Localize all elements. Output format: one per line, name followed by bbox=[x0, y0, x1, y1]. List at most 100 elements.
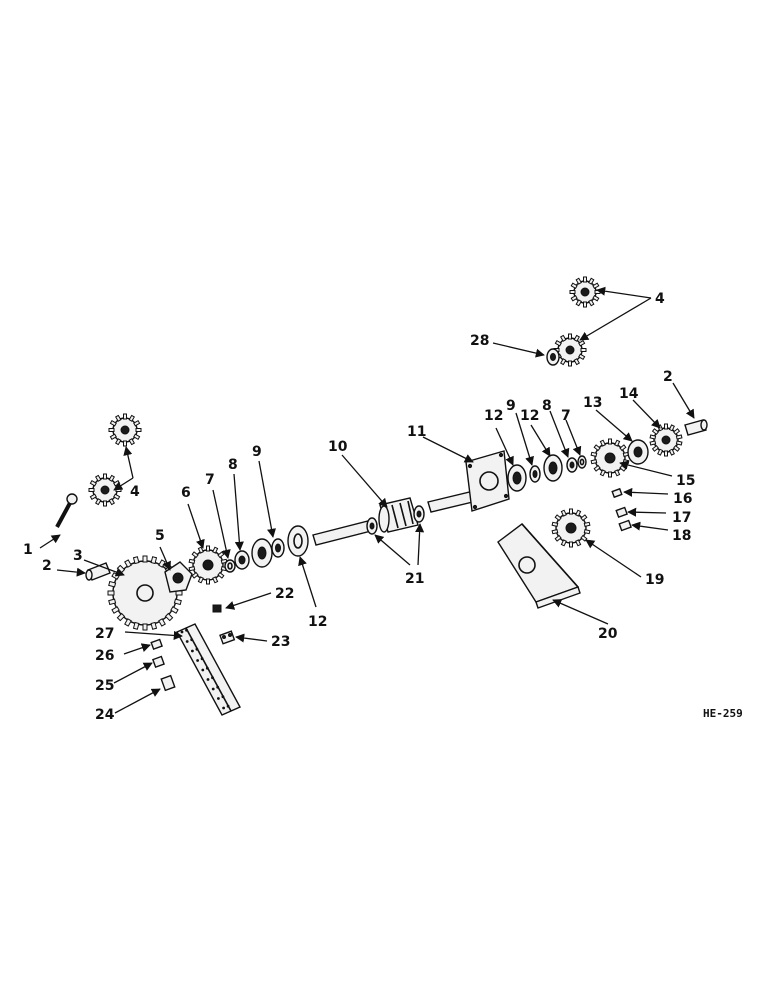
callout-15: 15 bbox=[676, 473, 695, 489]
part-13-hub bbox=[627, 439, 649, 465]
sprocket-tooth bbox=[619, 464, 627, 472]
callout-9-right: 9 bbox=[506, 398, 516, 414]
sprocket-tooth bbox=[675, 434, 683, 440]
sprocket-tooth bbox=[622, 459, 630, 465]
sprocket-tooth bbox=[593, 444, 601, 452]
callout-18: 18 bbox=[672, 528, 691, 544]
sprocket-tooth bbox=[593, 464, 601, 472]
sprocket-tooth bbox=[111, 606, 120, 614]
chain-pin bbox=[191, 649, 194, 653]
sprocket-tooth bbox=[570, 282, 578, 289]
callout-13: 13 bbox=[583, 395, 602, 411]
part-7-washer-right bbox=[577, 455, 587, 469]
part-3-large-sprocket bbox=[107, 555, 183, 631]
callout-7-right: 7 bbox=[561, 408, 571, 424]
chain-pin bbox=[205, 666, 209, 670]
sprocket-tooth bbox=[569, 508, 573, 515]
chain-pin bbox=[185, 628, 188, 632]
sprocket-tooth bbox=[109, 433, 117, 440]
callout-28: 28 bbox=[470, 333, 489, 349]
sprocket-tooth bbox=[132, 621, 140, 630]
sprocket-tooth bbox=[664, 450, 668, 457]
part-26-link bbox=[150, 638, 163, 651]
part-8-bearing-right bbox=[566, 457, 578, 473]
callout-7-left: 7 bbox=[205, 472, 215, 488]
sprocket-tooth bbox=[124, 618, 132, 627]
callout-26: 26 bbox=[95, 648, 114, 664]
sprocket-tooth bbox=[675, 440, 683, 446]
sprocket-tooth bbox=[592, 295, 600, 302]
sprocket-tooth bbox=[173, 598, 182, 606]
sprocket-tooth bbox=[580, 514, 588, 522]
chain-pin bbox=[196, 659, 200, 662]
chain-pin bbox=[211, 676, 214, 680]
shaft-left bbox=[312, 520, 372, 546]
part-23-link bbox=[219, 630, 236, 645]
callout-4-left: 4 bbox=[130, 484, 140, 500]
part-10-coupling bbox=[378, 497, 419, 533]
sprocket-tooth bbox=[115, 414, 122, 422]
sprocket-tooth bbox=[573, 358, 580, 366]
callout-24: 24 bbox=[95, 707, 115, 723]
callout-10: 10 bbox=[328, 439, 348, 455]
part-12-flange-left bbox=[287, 525, 309, 557]
sprocket-tooth bbox=[113, 480, 121, 487]
part-4-sprocket-lower-left bbox=[88, 473, 122, 507]
part-6-sprocket bbox=[188, 545, 228, 585]
part-21-spacer-left bbox=[366, 517, 378, 535]
chain-pin bbox=[180, 630, 184, 634]
part-19-sprocket bbox=[551, 508, 591, 548]
sprocket-tooth bbox=[158, 618, 166, 627]
sprocket-tooth bbox=[109, 420, 117, 427]
sprocket-tooth bbox=[191, 551, 199, 559]
sprocket-tooth bbox=[103, 473, 107, 480]
sprocket-tooth bbox=[583, 301, 587, 308]
part-7-washer-left bbox=[224, 559, 236, 573]
sprocket-tooth bbox=[116, 612, 126, 622]
sprocket-tooth bbox=[158, 559, 166, 568]
part-5-hub bbox=[164, 561, 193, 593]
sprocket-tooth bbox=[116, 564, 126, 574]
sprocket-tooth bbox=[128, 438, 135, 446]
chain-pin bbox=[221, 695, 225, 699]
part-15-sprocket bbox=[590, 438, 630, 478]
sprocket-tooth bbox=[619, 444, 627, 452]
sprocket-tooth bbox=[108, 428, 115, 432]
sprocket-tooth bbox=[124, 559, 132, 568]
sprocket-tooth bbox=[599, 439, 606, 447]
leader-lines bbox=[39, 286, 695, 714]
chain-pin bbox=[216, 685, 220, 689]
sprocket-tooth bbox=[575, 539, 582, 547]
sprocket-tooth bbox=[657, 448, 664, 456]
callout-2-right: 2 bbox=[663, 369, 673, 385]
sprocket-tooth bbox=[570, 295, 578, 302]
sprocket-tooth bbox=[113, 493, 121, 500]
sprocket-tooth bbox=[123, 440, 127, 447]
chain-pin bbox=[226, 704, 230, 708]
sprocket-tooth bbox=[142, 555, 148, 563]
sprocket-tooth bbox=[95, 474, 102, 482]
callout-12-right-1: 12 bbox=[484, 408, 503, 424]
sprocket-tooth bbox=[108, 598, 117, 606]
sprocket-tooth bbox=[578, 340, 586, 347]
chain-pin bbox=[206, 678, 210, 681]
sprocket-tooth bbox=[608, 471, 612, 478]
part-18-link bbox=[618, 519, 632, 532]
part-16-nut bbox=[611, 487, 623, 499]
callout-3: 3 bbox=[73, 548, 83, 564]
part-21-spacer-right bbox=[413, 505, 425, 523]
sprocket-tooth bbox=[111, 572, 120, 580]
sprocket-tooth bbox=[108, 498, 115, 506]
part-8-bearing-left bbox=[234, 550, 250, 570]
sprocket-tooth bbox=[569, 541, 573, 548]
sprocket-tooth bbox=[115, 438, 122, 446]
part-12-flange-right-1 bbox=[507, 464, 527, 492]
chain-pin bbox=[217, 697, 220, 700]
chain-pin bbox=[185, 640, 189, 643]
sprocket-tooth bbox=[560, 334, 567, 342]
sprocket-tooth bbox=[551, 529, 559, 535]
callout-16: 16 bbox=[673, 491, 692, 507]
sprocket-tooth bbox=[580, 348, 587, 352]
callout-14: 14 bbox=[619, 386, 639, 402]
chain-pin bbox=[222, 706, 226, 710]
